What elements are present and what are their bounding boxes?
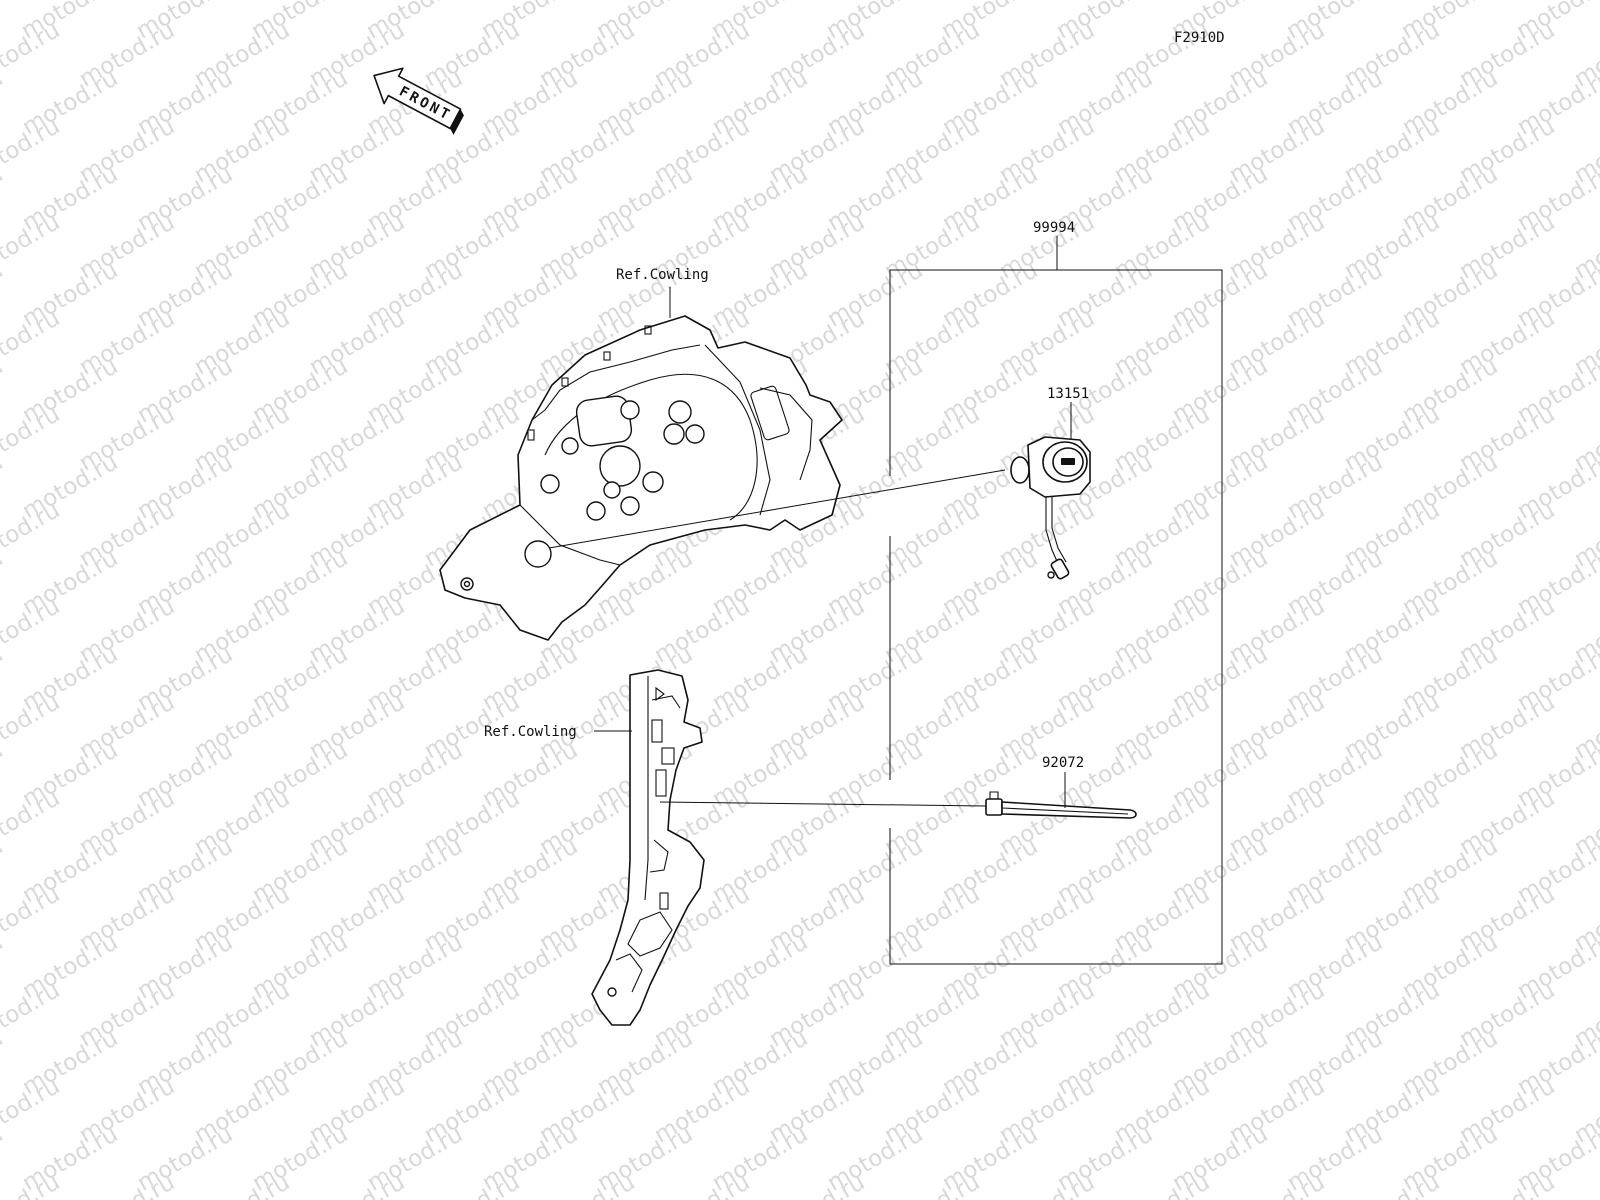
- dc-socket-icon: [1010, 436, 1091, 580]
- leader-band-mount: [659, 801, 987, 807]
- leader-socket-mount: [548, 469, 1006, 549]
- callout-92072: 92072: [1042, 755, 1084, 771]
- callout-99994: 99994: [1033, 220, 1075, 236]
- diagram-code: F2910D: [1174, 30, 1225, 46]
- inner-cowling-lower: [591, 669, 705, 1026]
- inner-cowling-upper: [439, 315, 843, 641]
- callout-ref-cowling-upper: Ref.Cowling: [616, 267, 709, 283]
- callout-13151: 13151: [1047, 386, 1089, 402]
- front-arrow-icon: FRONT: [373, 67, 464, 135]
- callout-ref-cowling-lower: Ref.Cowling: [484, 724, 577, 740]
- kit-frame: [889, 236, 1223, 965]
- cable-tie-icon: [985, 791, 1137, 819]
